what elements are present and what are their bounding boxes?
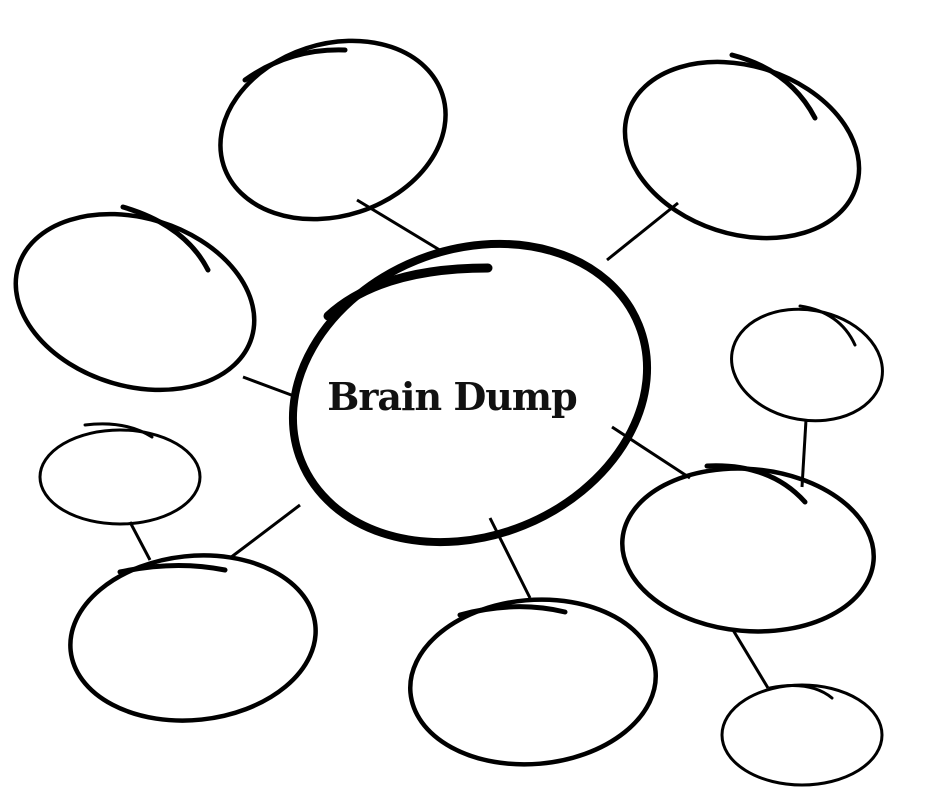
center-title: Brain Dump	[327, 374, 577, 419]
connector-bottom-left	[229, 503, 301, 560]
bubble-bottom-left[interactable]	[62, 544, 324, 733]
connector-left-small	[128, 521, 152, 561]
bubble-bottom-center[interactable]	[403, 590, 662, 775]
bubble-right-small[interactable]	[723, 298, 892, 433]
bubble-center[interactable]: Brain Dump	[248, 192, 693, 594]
bubble-left[interactable]	[0, 186, 276, 418]
connector-top-right	[606, 201, 679, 262]
bubble-left-small[interactable]	[38, 422, 202, 526]
connector-left	[242, 375, 295, 398]
connector-right-small	[800, 419, 808, 488]
connector-bottom-right-small	[731, 629, 770, 689]
bubble-top-left[interactable]	[197, 13, 469, 248]
bubble-right[interactable]	[615, 458, 880, 641]
bubble-bottom-right-small[interactable]	[720, 683, 884, 787]
connector-right	[611, 425, 691, 480]
bubble-top-right[interactable]	[602, 33, 882, 267]
